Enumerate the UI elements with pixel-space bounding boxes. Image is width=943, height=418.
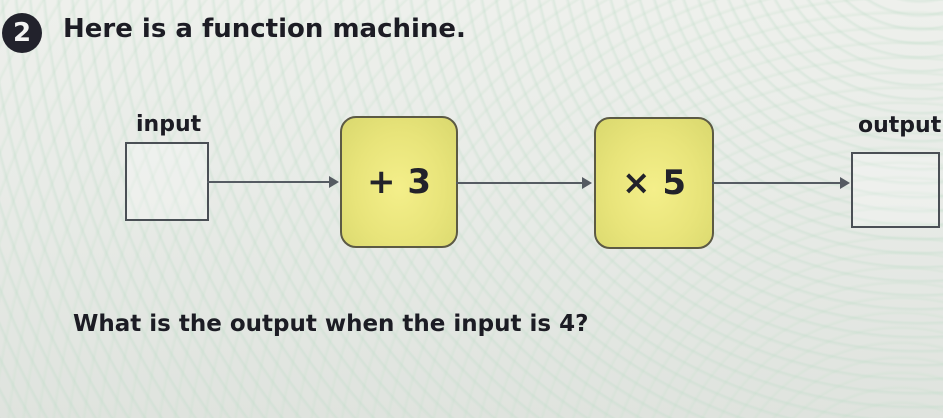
operation-multiply-label: × 5 <box>622 163 686 203</box>
arrow-multiply-to-output <box>712 177 850 189</box>
input-label: input <box>136 112 202 137</box>
operation-multiply-box: × 5 <box>594 117 714 249</box>
arrow-input-to-add <box>207 176 339 188</box>
arrow-add-to-multiply <box>456 177 592 189</box>
question-title: Here is a function machine. <box>63 14 466 44</box>
output-box[interactable] <box>851 152 940 228</box>
question-number-badge: 2 <box>2 13 42 53</box>
input-box[interactable] <box>125 142 209 221</box>
operation-add-label: + 3 <box>367 162 431 202</box>
output-label: output <box>858 113 942 138</box>
question-prompt: What is the output when the input is 4? <box>73 311 589 337</box>
operation-add-box: + 3 <box>340 116 458 248</box>
